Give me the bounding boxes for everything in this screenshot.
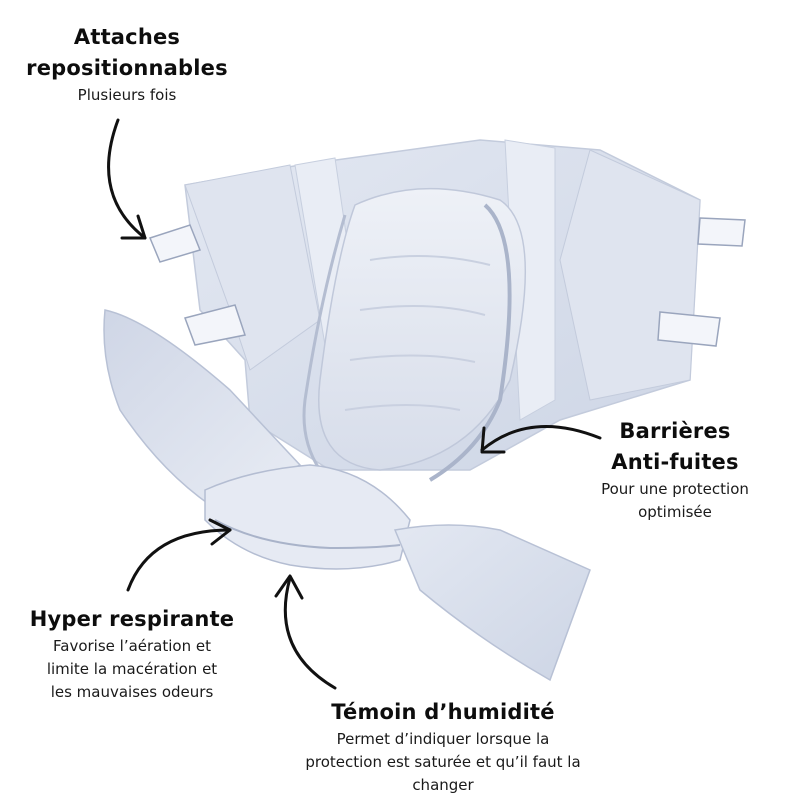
fastener-tab-right-top xyxy=(697,217,746,247)
arrow-wetness xyxy=(274,574,337,690)
barriers-desc-line2: optimisée xyxy=(638,503,712,521)
breathable-title: Hyper respirante xyxy=(29,607,235,631)
breathable-desc-line2: limite la macération et xyxy=(46,660,218,678)
annotation-barriers: Barrières Anti-fuites Pour une protectio… xyxy=(570,416,780,524)
annotation-breathable: Hyper respirante Favorise l’aération et … xyxy=(22,604,242,704)
annotation-wetness: Témoin d’humidité Permet d’indiquer lors… xyxy=(275,697,611,797)
front-flap-right xyxy=(393,524,591,682)
wetness-desc-line2: protection est saturée et qu’il faut la xyxy=(305,753,581,771)
front-pad-edge xyxy=(214,519,401,550)
fasteners-desc: Plusieurs fois xyxy=(77,86,177,104)
fasteners-title-line2: repositionnables xyxy=(26,56,228,80)
wetness-desc-line1: Permet d’indiquer lorsque la xyxy=(336,730,550,748)
arrow-breathable xyxy=(126,518,232,592)
leak-barrier-left xyxy=(302,214,347,471)
left-side-panel xyxy=(184,164,321,371)
annotation-fasteners: Attaches repositionnables Plusieurs fois xyxy=(0,22,254,107)
barriers-title-line1: Barrières xyxy=(619,419,731,443)
wetness-title: Témoin d’humidité xyxy=(331,700,555,724)
arrow-barriers xyxy=(480,424,602,454)
barriers-title-line2: Anti-fuites xyxy=(611,450,739,474)
barriers-desc-line1: Pour une protection xyxy=(601,480,749,498)
fastener-tab-right-bottom xyxy=(657,311,721,347)
fastener-tab-left-top xyxy=(148,224,202,263)
core-wrinkles xyxy=(344,255,491,411)
wetness-desc-line3: changer xyxy=(412,776,474,794)
fasteners-title-line1: Attaches xyxy=(73,25,181,49)
fastener-tab-left-bottom xyxy=(184,304,246,346)
breathable-desc-line3: les mauvaises odeurs xyxy=(50,683,214,701)
arrow-fasteners xyxy=(107,118,147,240)
breathable-desc-line1: Favorise l’aération et xyxy=(53,637,211,655)
front-flap-left xyxy=(103,309,302,506)
leak-barrier-right xyxy=(428,203,512,482)
